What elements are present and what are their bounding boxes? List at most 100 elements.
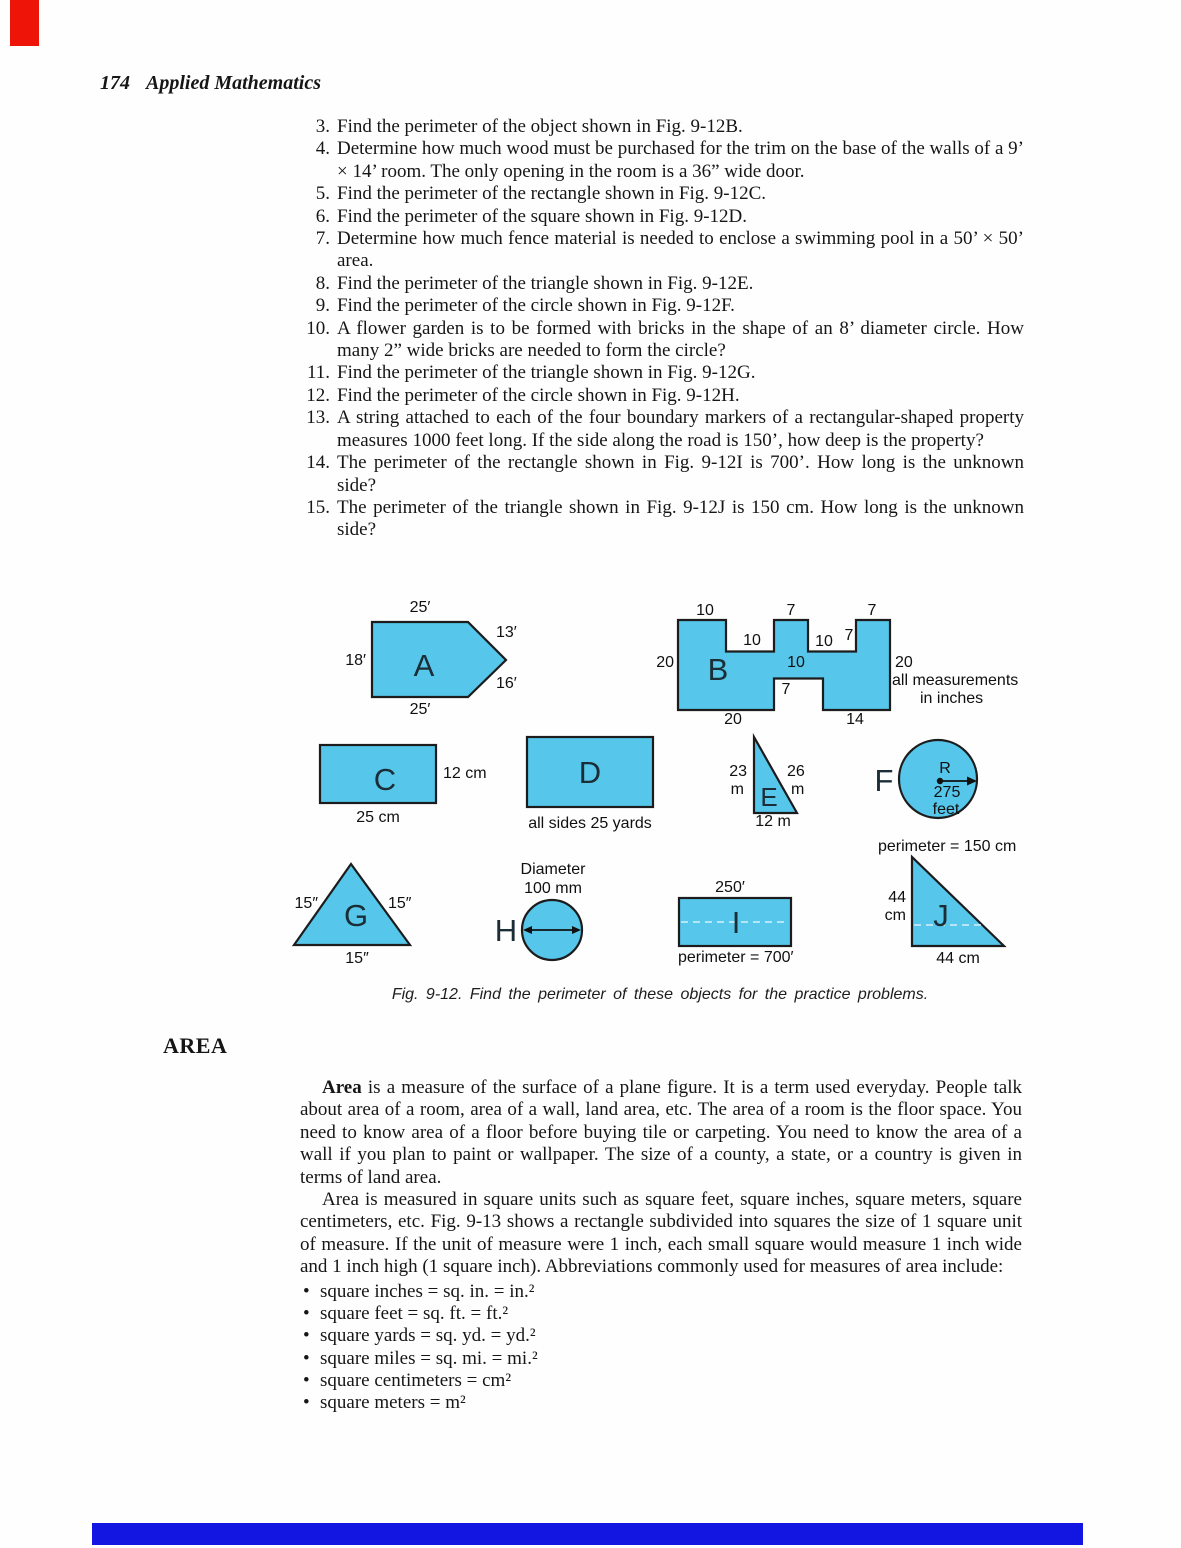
shape-b-polygon — [676, 618, 892, 712]
label-j-perimeter: perimeter = 150 cm — [878, 838, 1016, 855]
problem-number: 4. — [315, 138, 330, 160]
problem-text: Find the perimeter of the triangle shown… — [337, 362, 756, 384]
shape-b-letter: B — [708, 652, 729, 687]
label-a-upper-slant: 13′ — [496, 624, 517, 641]
abbrev-text: square inches = sq. in. = in.² — [320, 1280, 535, 1302]
problem-item: 3. Find the perimeter of the object shown… — [298, 116, 1024, 138]
bullet-icon: • — [303, 1347, 310, 1369]
shape-g-letter: G — [344, 898, 368, 933]
label-b-note-line1: all measurements — [892, 672, 1018, 689]
problem-text: Find the perimeter of the rectangle show… — [337, 183, 766, 205]
section-heading-area: AREA — [163, 1033, 228, 1058]
label-j-left-unit: cm — [885, 907, 906, 924]
shape-a-letter: A — [414, 648, 435, 683]
label-a-left: 18′ — [345, 652, 366, 669]
shape-e-letter: E — [760, 782, 777, 812]
problem-item: 4. Determine how much wood must be purcha… — [298, 138, 1024, 183]
area-paragraph-1-text: is a measure of the surface of a plane f… — [300, 1077, 1022, 1188]
problem-text: Find the perimeter of the object shown i… — [337, 116, 743, 137]
problem-number: 6. — [315, 205, 330, 227]
label-f-value: 275 — [934, 784, 961, 801]
problem-number: 12. — [306, 384, 330, 406]
shape-f-letter: F — [875, 763, 894, 798]
problem-item: 7.Determine how much fence material is n… — [298, 228, 1024, 273]
abbrev-item: • square inches = sq. in. = in.² — [300, 1281, 1022, 1303]
problem-item: 11. Find the perimeter of the triangle sh… — [298, 362, 1024, 384]
abbrev-item: • square yards = sq. yd. = yd.² — [300, 1325, 1022, 1347]
problem-number: 8. — [315, 272, 330, 294]
problem-text: Find the perimeter of the circle shown i… — [337, 295, 735, 317]
problem-number: 10. — [306, 317, 330, 339]
problem-item: 5.Find the perimeter of the rectangle sh… — [298, 183, 1024, 205]
problem-text: Find the perimeter of the square shown i… — [337, 205, 748, 227]
bullet-icon: • — [303, 1280, 310, 1302]
problem-number: 13. — [306, 407, 330, 429]
figure-caption: Fig. 9-12. Find the perimeter of these o… — [391, 986, 929, 1003]
problem-item: 14.The perimeter of the rectangle shown … — [298, 452, 1024, 497]
problem-text: The perimeter of the triangle shown in F… — [337, 496, 1024, 541]
label-e-left-value: 23 — [729, 763, 747, 780]
shape-g-polygon — [291, 862, 413, 947]
label-j-left-value: 44 — [888, 889, 906, 906]
label-e-hyp-value: 26 — [787, 763, 805, 780]
problem-item: 15.The perimeter of the triangle shown i… — [298, 497, 1024, 542]
shape-e-polygon — [752, 732, 799, 815]
problem-text: A string attached to each of the four bo… — [337, 407, 1024, 451]
label-b-bottom1: 20 — [724, 711, 742, 728]
label-e-bottom: 12 m — [755, 813, 791, 830]
abbrev-text: square centimeters = cm² — [320, 1369, 512, 1391]
label-f-unit: feet — [933, 801, 960, 818]
problem-number: 7. — [315, 228, 330, 250]
shape-d-rect — [525, 735, 655, 809]
label-h-dia-value: 100 mm — [524, 880, 582, 897]
abbrev-item: • square feet = sq. ft. = ft.² — [300, 1303, 1022, 1325]
bullet-icon: • — [303, 1302, 310, 1324]
bullet-icon: • — [303, 1369, 310, 1391]
abbrev-text: square meters = m² — [320, 1392, 466, 1414]
problem-number: 14. — [306, 452, 330, 474]
label-a-lower-slant: 16′ — [496, 675, 517, 692]
problems-list: 3. Find the perimeter of the object shown… — [298, 116, 1024, 542]
problem-text: Find the perimeter of the circle shown i… — [337, 384, 740, 406]
f-radius-arrowhead — [967, 776, 977, 786]
label-h-dia-label: Diameter — [521, 861, 587, 878]
label-i-top: 250′ — [715, 879, 745, 896]
label-b-left: 20 — [656, 654, 674, 671]
abbrev-item: •square miles = sq. mi. = mi.² — [300, 1348, 1022, 1370]
bullet-icon: • — [303, 1325, 310, 1347]
label-b-note-line2: in inches — [920, 690, 983, 707]
shape-i-letter: I — [732, 905, 741, 940]
problem-text: A flower garden is to be formed with bri… — [337, 317, 1024, 362]
h-arrowhead-right — [572, 926, 581, 934]
problem-number: 9. — [315, 295, 330, 317]
problem-item: 13. A string attached to each of the four… — [298, 407, 1024, 452]
label-b-inner-width: 10 — [787, 654, 805, 671]
problem-text: Find the perimeter of the triangle shown… — [337, 272, 754, 294]
abbrev-text: square yards = sq. yd. = yd.² — [320, 1325, 536, 1347]
label-b-right: 20 — [895, 654, 913, 671]
label-c-height: 12 cm — [443, 765, 487, 782]
label-f-radius: R — [939, 760, 951, 777]
area-bold-lead: Area — [322, 1077, 362, 1098]
problem-number: 3. — [315, 116, 330, 137]
label-c-width: 25 cm — [356, 809, 400, 826]
shape-h-letter: H — [495, 913, 517, 948]
area-section-body: Area is a measure of the surface of a pl… — [300, 1077, 1022, 1414]
label-b-bottom2: 14 — [846, 711, 864, 728]
problem-text: Determine how much wood must be purchase… — [337, 138, 1024, 182]
shape-d-letter: D — [579, 755, 601, 790]
label-a-bottom: 25′ — [410, 701, 431, 718]
problem-item: 9. Find the perimeter of the circle shown… — [298, 295, 1024, 317]
figure-9-12: 25′ 13′ 18′ 16′ 25′ A 10 7 7 10 10 7 20 … — [291, 599, 1018, 967]
label-b-inner-depth: 7 — [782, 681, 791, 698]
problem-number: 11. — [306, 362, 330, 384]
abbrev-text: square feet = sq. ft. = ft.² — [320, 1302, 509, 1324]
problem-item: 10. A flower garden is to be formed with … — [298, 318, 1024, 363]
abbrev-item: •square meters = m² — [300, 1392, 1022, 1414]
label-b-notch2: 10 — [815, 633, 833, 650]
book-title: Applied Mathematics — [146, 72, 321, 94]
label-g-right: 15″ — [388, 895, 412, 912]
label-b-notch2-step: 7 — [845, 627, 854, 644]
